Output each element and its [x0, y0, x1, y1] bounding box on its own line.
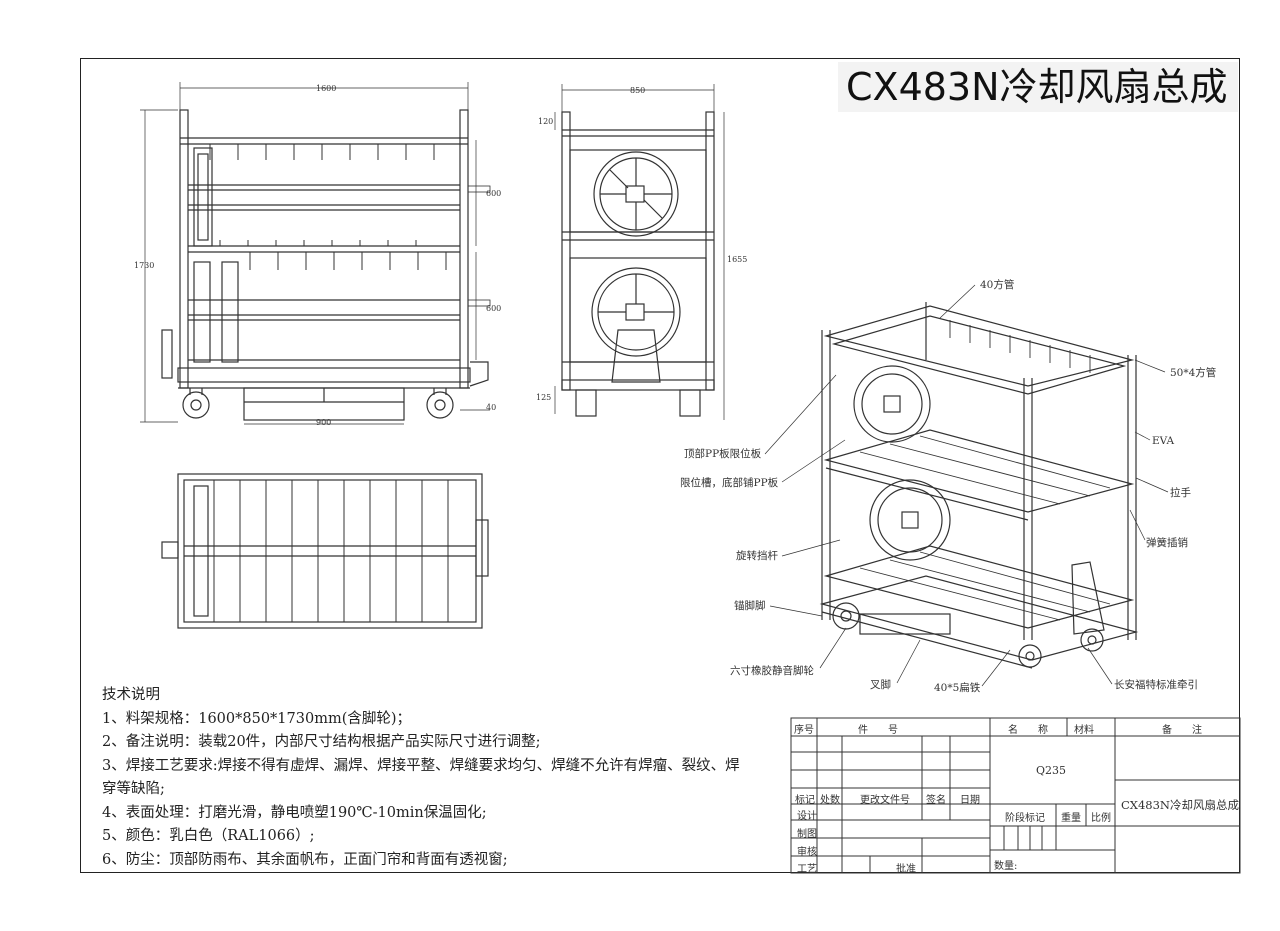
side-view [554, 84, 725, 420]
dim-front-caster-offset: 40 [486, 403, 496, 412]
dim-side-top: 120 [538, 117, 553, 126]
callout-top-pp-board: 顶部PP板限位板 [684, 447, 762, 460]
tb-rev-count: 处数 [820, 795, 840, 806]
tb-design: 设计 [797, 811, 817, 822]
tb-header-remark: 备 注 [1162, 725, 1202, 736]
dim-front-shelf-lower: 600 [486, 304, 501, 313]
tb-scale: 比例 [1091, 813, 1111, 824]
callout-rotating-lever: 旋转挡杆 [736, 549, 778, 562]
note-item-2: 2、备注说明：装载20件，内部尺寸结构根据产品实际尺寸进行调整; [102, 734, 541, 750]
tb-rev-mark: 标记 [795, 795, 815, 806]
note-item-6: 6、防尘：顶部防雨布、其余面帆布，正面门帘和背面有透视窗; [102, 851, 508, 868]
dim-side-bottom: 125 [536, 393, 551, 402]
technical-notes: 技术说明 1、料架规格：1600*850*1730mm(含脚轮)； 2、备注说明… [102, 684, 752, 872]
callout-slot-pp: 限位槽，底部铺PP板 [680, 476, 779, 489]
callout-fork-foot: 叉脚 [870, 678, 891, 691]
tb-header-material: 材料 [1074, 725, 1094, 736]
dim-front-base: 900 [316, 418, 331, 427]
dim-front-height: 1730 [134, 261, 154, 270]
dim-side-width: 850 [630, 86, 645, 95]
dim-front-shelf-upper: 600 [486, 189, 501, 198]
front-view [140, 82, 491, 425]
tb-material-value: Q235 [1036, 764, 1067, 777]
tb-header-part: 件 号 [858, 725, 898, 736]
tb-rev-date: 日期 [960, 795, 980, 806]
tb-process: 工艺 [797, 864, 817, 875]
top-view [161, 473, 489, 629]
callout-square-tube-50: 50*4方管 [1170, 366, 1216, 379]
callout-anchor-foot: 锚脚脚 [734, 599, 766, 612]
callout-tow: 长安福特标准牵引 [1114, 678, 1198, 691]
drawing-title: CX483N冷却风扇总成 [846, 65, 1228, 109]
tb-drawing-name: CX483N冷却风扇总成 [1121, 798, 1239, 812]
tb-stage-mark: 阶段标记 [1005, 813, 1045, 824]
tb-approve: 批准 [896, 864, 916, 875]
isometric-view [764, 284, 1169, 687]
tb-rev-doc: 更改文件号 [860, 795, 910, 806]
callout-flat-iron: 40*5扁铁 [934, 681, 981, 694]
callout-eva: EVA [1152, 435, 1175, 447]
title-background [838, 62, 1238, 112]
tb-header-name: 名 称 [1008, 725, 1048, 736]
tb-quantity: 数量: [994, 861, 1018, 872]
tb-weight: 重量 [1061, 813, 1081, 824]
note-item-3: 3、焊接工艺要求:焊接不得有虚焊、漏焊、焊接平整、焊缝要求均匀、焊缝不允许有焊瘤… [102, 757, 740, 798]
note-item-4: 4、表面处理：打磨光滑，静电喷塑190℃-10min保温固化; [102, 804, 487, 821]
tb-review: 审核 [797, 847, 817, 858]
title-block-grid [790, 717, 1241, 874]
note-item-5: 5、颜色：乳白色（RAL1066）; [102, 828, 315, 844]
drawing-sheet-border [80, 58, 1240, 873]
callout-spring-pin: 弹簧插销 [1146, 536, 1188, 549]
callout-square-tube-40: 40方管 [980, 278, 1014, 291]
dim-front-width: 1600 [316, 84, 336, 93]
dim-side-height: 1655 [727, 255, 747, 264]
callout-handle: 拉手 [1170, 486, 1191, 499]
callout-caster: 六寸橡胶静音脚轮 [730, 664, 814, 677]
tb-rev-sign: 签名 [926, 795, 946, 806]
notes-heading: 技术说明 [102, 687, 160, 703]
note-item-1: 1、料架规格：1600*850*1730mm(含脚轮)； [102, 710, 412, 727]
tb-draw: 制图 [797, 829, 817, 840]
tb-header-seq: 序号 [794, 725, 814, 736]
